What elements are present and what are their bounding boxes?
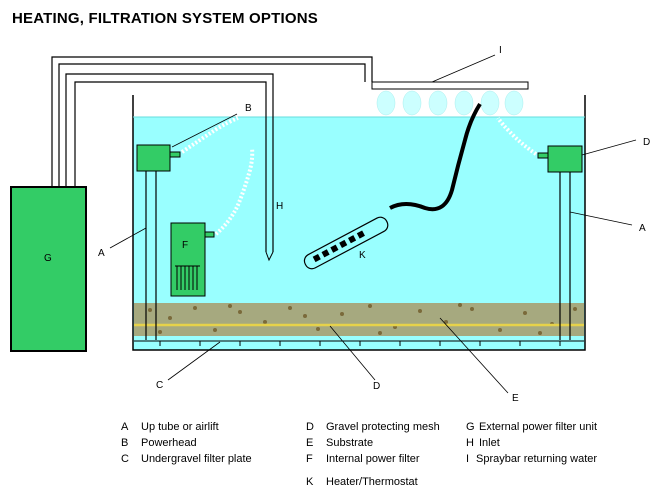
label-f: F [182, 240, 188, 251]
powerhead-right [547, 145, 583, 173]
label-c: C [156, 380, 163, 391]
bubbles-left [180, 116, 239, 154]
label-i: I [499, 45, 502, 56]
page-title: HEATING, FILTRATION SYSTEM OPTIONS [12, 10, 318, 27]
label-b: B [245, 103, 252, 114]
spray-mist [376, 90, 524, 116]
powerhead-right-outlet [537, 152, 549, 159]
powerhead-left-outlet [169, 151, 181, 158]
label-k: K [359, 250, 366, 261]
internal-filter-grille [175, 265, 200, 290]
label-a-left: A [98, 248, 105, 259]
powerhead-left [136, 144, 171, 172]
internal-power-filter [170, 222, 206, 297]
label-d-bottom: D [373, 381, 380, 392]
label-d-top: D [643, 137, 650, 148]
label-a-right: A [639, 223, 646, 234]
uplift-tube-left [145, 170, 157, 340]
heater-thermostat [303, 216, 389, 270]
bubbles-internal [214, 147, 255, 236]
spraybar [371, 81, 529, 90]
substrate [134, 303, 584, 336]
leader-lines [109, 54, 637, 394]
tank-outline [132, 95, 586, 351]
uplift-tube-right [559, 170, 571, 340]
external-filter-tubing [51, 56, 373, 252]
plate-slots [159, 341, 561, 346]
label-e: E [512, 393, 519, 404]
external-filter-unit [10, 186, 87, 352]
label-g: G [44, 253, 52, 264]
internal-filter-outlet [204, 231, 215, 238]
heater-cord [389, 102, 482, 212]
label-h: H [276, 201, 283, 212]
inlet-tip [265, 251, 274, 262]
